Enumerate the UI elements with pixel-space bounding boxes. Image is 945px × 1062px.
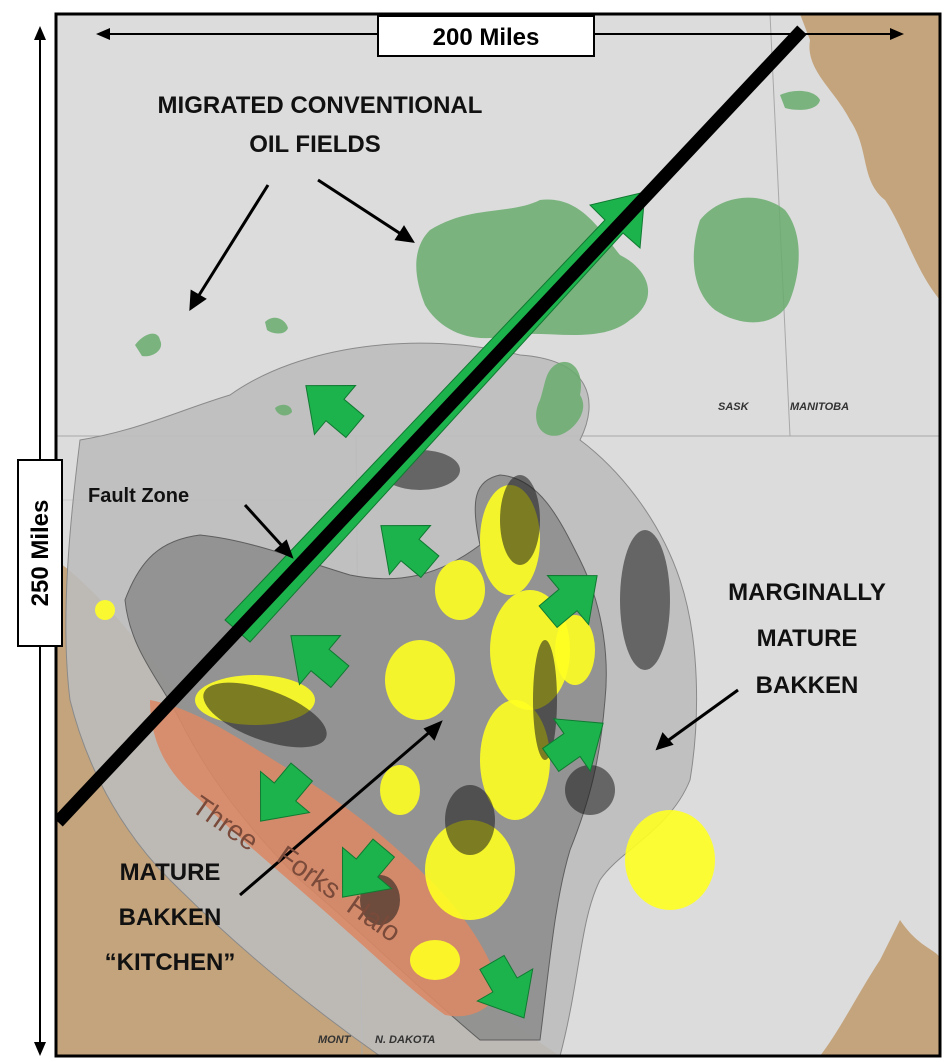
label-fault-zone: Fault Zone: [88, 485, 189, 507]
horizontal-scale-label: 200 Miles: [433, 24, 540, 51]
region-label-n-dakota: N. DAKOTA: [375, 1034, 435, 1046]
migration-arrows: [259, 384, 604, 1019]
migration-arrow-1: [305, 384, 365, 439]
vertical-scale-label: 250 Miles: [27, 500, 54, 607]
well-cluster-black: [203, 450, 670, 925]
oil-field-south: [536, 361, 584, 436]
label-mature-line2: BAKKEN: [119, 904, 222, 931]
oil-field-far-east: [780, 90, 820, 110]
oil-field-east: [693, 197, 799, 323]
migration-arrow-8: [476, 954, 534, 1019]
well-cluster-yellow: [95, 485, 715, 980]
oil-field-large-central: [416, 199, 649, 339]
migration-arrow-7: [341, 838, 396, 898]
brown-terrain-southwest: [56, 560, 560, 1056]
migration-arrow-2: [380, 524, 440, 579]
fault-line: [56, 25, 807, 827]
three-forks-halo: [150, 700, 500, 1017]
region-label-sask: SASK: [718, 401, 750, 413]
conventional-oil-fields: [135, 90, 820, 436]
migration-arrow-5: [541, 718, 604, 773]
label-marginally-line2: MATURE: [757, 625, 858, 652]
oil-field-small-mid: [265, 317, 288, 334]
region-label-manitoba: MANITOBA: [790, 401, 849, 413]
oil-field-tiny: [275, 404, 292, 416]
horizontal-scale-bar: 200 Miles: [96, 15, 904, 57]
label-marginally-line1: MARGINALLY: [728, 579, 886, 606]
migration-arrow-3: [290, 634, 350, 689]
pointer-arrows: [189, 178, 739, 897]
label-migrated-line2: OIL FIELDS: [249, 131, 381, 158]
migration-arrow-6: [259, 762, 314, 822]
brown-terrain-northeast: [800, 14, 940, 300]
brown-terrain-southeast: [820, 920, 940, 1056]
oil-field-small-west: [135, 333, 162, 357]
migration-arrow-4: [538, 574, 598, 629]
map-canvas: SASK MANITOBA MONT N. DAKOTA Three Forks…: [56, 14, 940, 1056]
label-mature-line3: “KITCHEN”: [105, 949, 236, 976]
label-marginally-line3: BAKKEN: [756, 672, 859, 699]
label-mature-line1: MATURE: [120, 859, 221, 886]
label-migrated-line1: MIGRATED CONVENTIONAL: [158, 92, 483, 119]
vertical-scale-bar: 250 Miles: [17, 26, 63, 1056]
region-label-mont: MONT: [318, 1034, 352, 1046]
